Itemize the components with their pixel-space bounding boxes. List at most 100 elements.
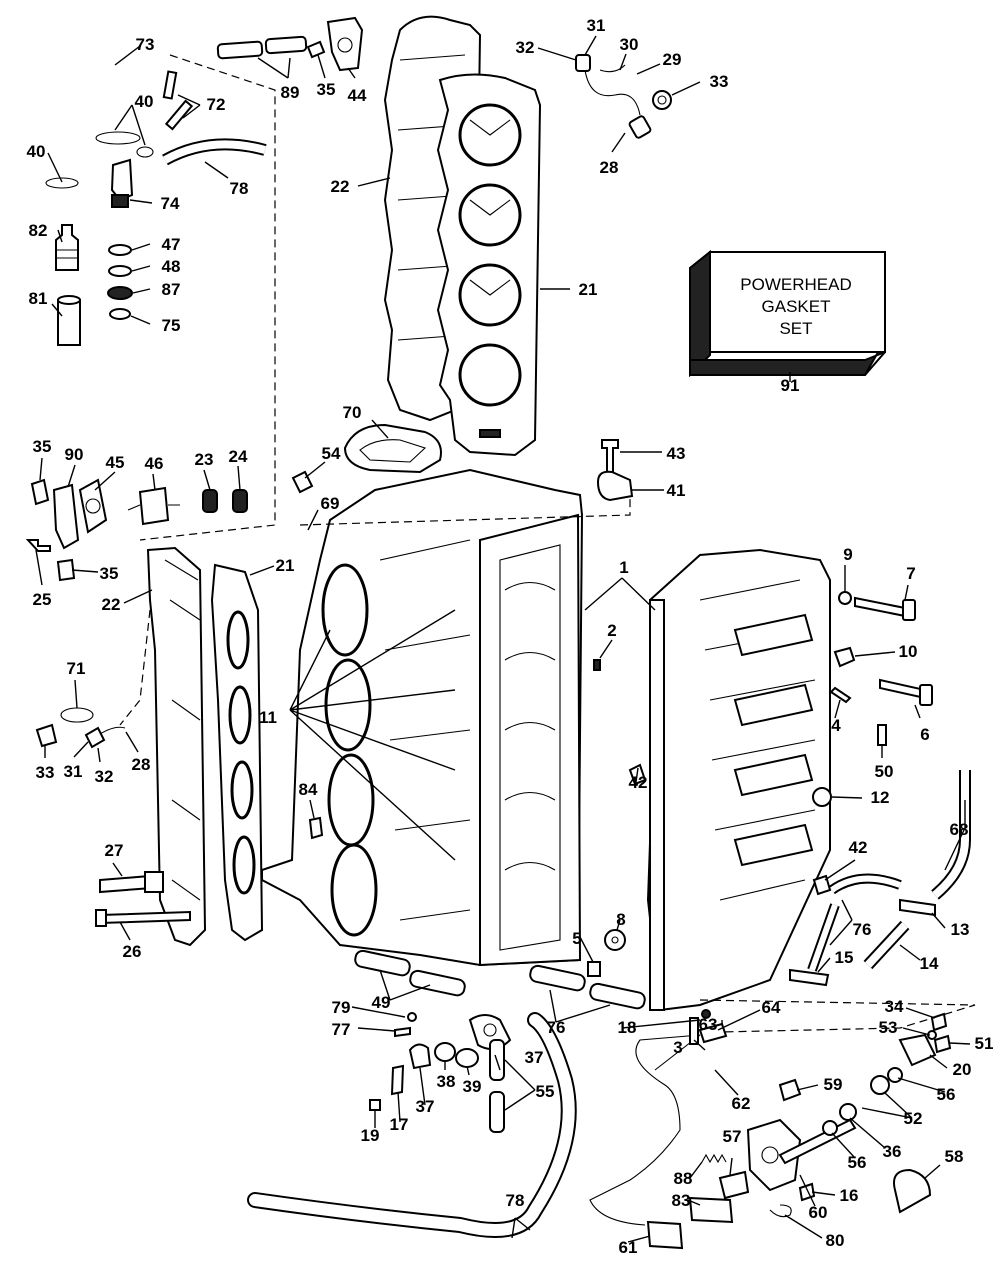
callout-37b: 37 <box>416 1097 435 1116</box>
hose-76-a <box>529 964 586 992</box>
clamp-40-small <box>136 146 154 158</box>
washer-36 <box>839 1103 857 1121</box>
callout-8: 8 <box>616 910 625 929</box>
hose-89-b <box>264 35 308 55</box>
part-57 <box>718 1170 750 1200</box>
filter-81 <box>57 299 81 346</box>
clip-58 <box>893 1168 932 1214</box>
callout-73: 73 <box>136 35 155 54</box>
switch-46 <box>138 486 170 526</box>
cover-44 <box>326 16 364 72</box>
gasket-set-line-1: POWERHEAD <box>740 275 851 294</box>
callout-35b: 35 <box>33 437 52 456</box>
callout-84: 84 <box>299 780 318 799</box>
callout-42b: 42 <box>849 838 868 857</box>
bolt-26 <box>99 910 191 925</box>
cap-19 <box>369 1099 381 1111</box>
callout-22b: 22 <box>102 595 121 614</box>
callout-39: 39 <box>463 1077 482 1096</box>
gasket-set-line-2: GASKET <box>762 297 831 316</box>
callout-35a: 35 <box>317 80 336 99</box>
callout-53: 53 <box>879 1018 898 1037</box>
callout-28b: 28 <box>132 755 151 774</box>
hose-73 <box>59 53 121 166</box>
callout-50: 50 <box>875 762 894 781</box>
callout-74: 74 <box>161 194 180 213</box>
bore-4 <box>458 343 522 407</box>
callout-20: 20 <box>953 1060 972 1079</box>
pin-4 <box>829 686 852 704</box>
callout-9: 9 <box>843 545 852 564</box>
callout-75: 75 <box>162 316 181 335</box>
hose-76-b <box>589 982 646 1010</box>
callout-3: 3 <box>673 1038 682 1057</box>
callout-40a: 40 <box>135 92 154 111</box>
callout-42a: 42 <box>629 773 648 792</box>
washer-8 <box>604 929 626 951</box>
hose-72-b <box>164 99 194 131</box>
callout-36: 36 <box>883 1142 902 1161</box>
hose-78-upper-inner <box>163 140 267 164</box>
hose-55-b <box>489 1091 505 1133</box>
callout-leaders <box>35 35 971 1243</box>
callout-7: 7 <box>906 564 915 583</box>
callout-56b: 56 <box>848 1153 867 1172</box>
callout-37a: 37 <box>525 1048 544 1067</box>
sensor-64 <box>698 1022 728 1044</box>
bolt-25 <box>25 539 51 552</box>
callout-12: 12 <box>871 788 890 807</box>
plug-84 <box>308 816 324 840</box>
callout-29: 29 <box>663 50 682 69</box>
spacer-24 <box>232 489 248 513</box>
washer-39 <box>455 1048 479 1068</box>
callout-68: 68 <box>950 820 969 839</box>
callout-26: 26 <box>123 942 142 961</box>
housing-90 <box>52 483 80 550</box>
callout-32b: 32 <box>95 767 114 786</box>
callout-48: 48 <box>162 257 181 276</box>
callout-14: 14 <box>920 954 939 973</box>
callout-numbers: 73 40 72 40 78 74 82 47 48 87 81 75 89 3… <box>27 16 994 1257</box>
callout-25: 25 <box>33 590 52 609</box>
callout-58: 58 <box>945 1147 964 1166</box>
washer-56a <box>822 1120 838 1136</box>
clamp-80 <box>769 1204 792 1218</box>
callout-76a: 76 <box>853 920 872 939</box>
callout-80: 80 <box>826 1231 845 1250</box>
callout-47: 47 <box>162 235 181 254</box>
callout-10: 10 <box>899 642 918 661</box>
sensor-31-side <box>84 726 106 749</box>
callout-11: 11 <box>259 708 277 727</box>
housing-37b <box>408 1043 432 1070</box>
grommet-33-top <box>652 90 672 110</box>
callout-56a: 56 <box>937 1085 956 1104</box>
washer-47 <box>108 244 132 256</box>
dash-line-top <box>139 54 276 541</box>
spacer-23 <box>202 489 218 513</box>
callout-17: 17 <box>390 1115 409 1134</box>
callout-63: 63 <box>699 1015 718 1034</box>
leaders-11 <box>289 609 456 861</box>
stud-5 <box>587 961 601 977</box>
callout-60: 60 <box>809 1203 828 1222</box>
pin-17 <box>390 1064 405 1096</box>
callout-61: 61 <box>619 1238 638 1257</box>
callout-70: 70 <box>343 403 362 422</box>
callout-13: 13 <box>951 920 970 939</box>
callout-41: 41 <box>667 481 686 500</box>
bolt-50 <box>877 724 887 746</box>
dash-line-left <box>119 609 151 726</box>
plug-52 <box>870 1075 890 1095</box>
callout-64: 64 <box>762 998 781 1017</box>
callout-88: 88 <box>674 1169 693 1188</box>
callout-33b: 33 <box>36 763 55 782</box>
clip-41 <box>596 470 634 502</box>
tee-15 <box>789 968 830 987</box>
callout-43: 43 <box>667 444 686 463</box>
callout-91: 91 <box>781 376 800 395</box>
sensor-28-top <box>628 115 652 139</box>
fitting-42-b <box>812 874 832 896</box>
callout-2: 2 <box>607 621 616 640</box>
ball-79 <box>407 1012 417 1022</box>
callout-69: 69 <box>321 494 340 513</box>
